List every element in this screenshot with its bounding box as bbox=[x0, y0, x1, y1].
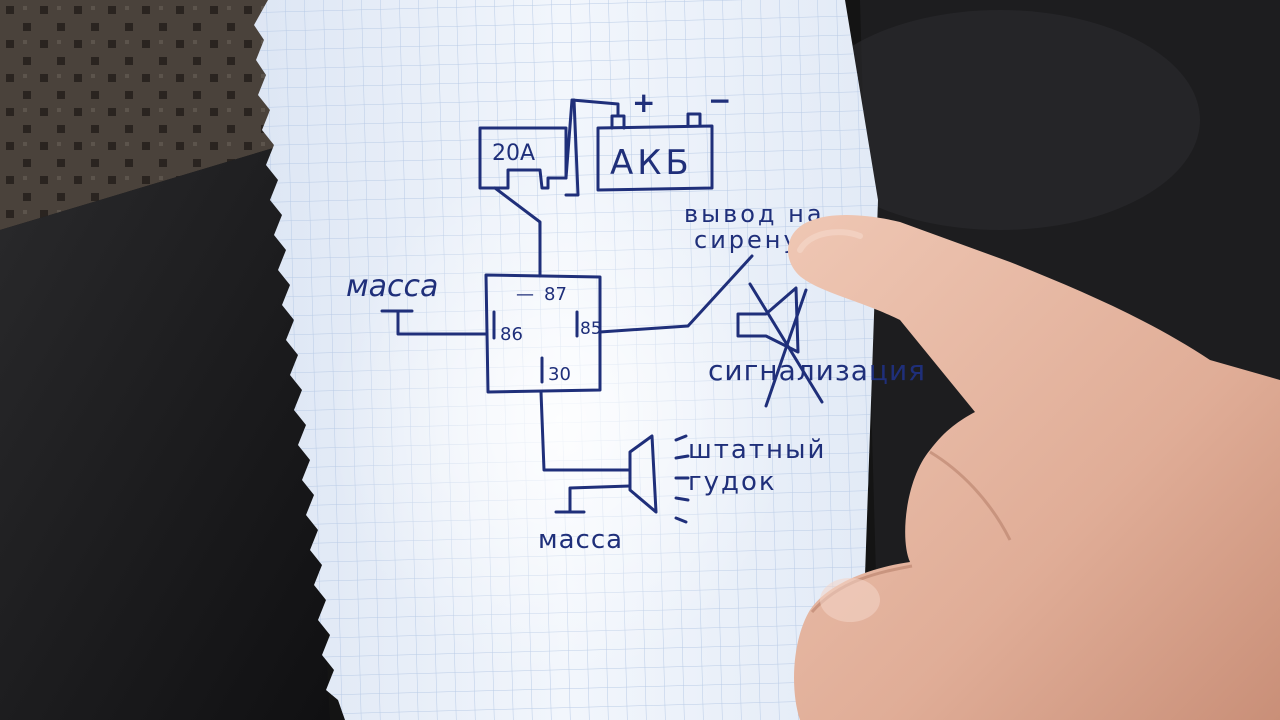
seat-cushion bbox=[0, 140, 330, 720]
relay-pin-86: 86 bbox=[500, 324, 523, 345]
horn-label-line2: гудок bbox=[688, 467, 777, 497]
light-glare bbox=[330, 160, 790, 680]
knuckle-crease bbox=[929, 450, 1012, 541]
fingernail-highlight bbox=[797, 229, 863, 253]
horn-label-line1: штатный bbox=[688, 435, 826, 465]
seat-fabric bbox=[0, 0, 300, 230]
horn-sound-waves bbox=[674, 434, 690, 524]
paper-sheet bbox=[254, 0, 878, 720]
ground-left-label: масса bbox=[346, 269, 438, 304]
siren-output-line2: сирену bbox=[694, 226, 801, 254]
horn-symbol bbox=[628, 434, 658, 514]
alarm-label: сигнализация bbox=[708, 354, 926, 387]
siren-symbol bbox=[736, 286, 800, 354]
fuse-label: 20A bbox=[492, 141, 535, 166]
relay-pin-30: 30 bbox=[548, 364, 571, 385]
battery-minus: − bbox=[708, 84, 731, 117]
relay-pin-87: 87 bbox=[544, 284, 567, 305]
thumb-nail bbox=[820, 578, 880, 622]
headrest-shadow bbox=[800, 10, 1200, 230]
battery-outline bbox=[596, 124, 714, 192]
pointing-hand bbox=[788, 215, 1280, 720]
siren-cross bbox=[748, 282, 824, 408]
relay-outline bbox=[484, 273, 602, 394]
wire-horn-ground bbox=[554, 484, 632, 514]
relay-pin-87-dash: — bbox=[516, 284, 534, 305]
wire-siren-output bbox=[598, 254, 754, 334]
wire-relay-horn bbox=[539, 390, 632, 472]
wire-fuse-battery bbox=[564, 98, 620, 180]
siren-output-line1: вывод на bbox=[684, 200, 825, 228]
wire-fuse-relay bbox=[493, 186, 542, 278]
battery-plus: + bbox=[632, 86, 655, 119]
battery-label: АКБ bbox=[610, 143, 693, 183]
relay-pin-85: 85 bbox=[580, 319, 602, 339]
wire-ground-left bbox=[380, 309, 488, 336]
ground-bottom-label: масса bbox=[538, 525, 623, 555]
wiring-diagram: 20A АКБ + − — 87 86 85 30 масса вывод на… bbox=[346, 84, 926, 555]
wire-fuse-loop bbox=[564, 98, 580, 197]
